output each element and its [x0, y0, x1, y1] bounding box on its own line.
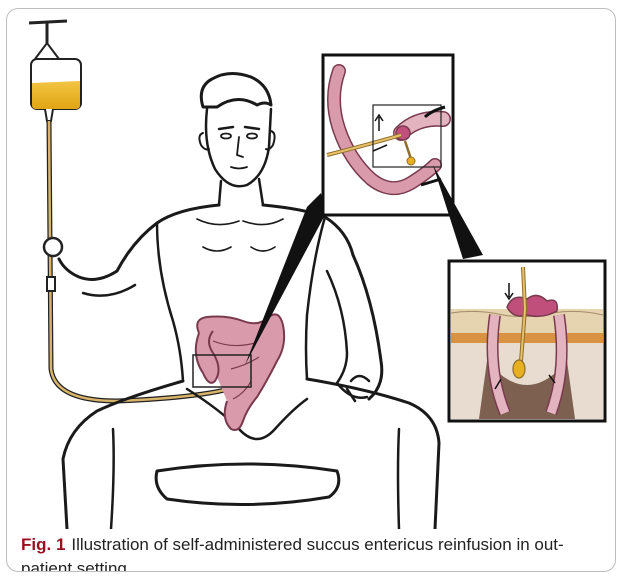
- inset-lower: [449, 261, 605, 421]
- feeding-bag-icon: [29, 21, 81, 121]
- figure-caption-text: Illustration of self-administered succus…: [21, 535, 564, 572]
- inset-upper: [323, 55, 453, 215]
- figure-label: Fig. 1: [21, 535, 65, 554]
- illustration: [7, 9, 616, 529]
- abdominal-bowel: [193, 314, 284, 430]
